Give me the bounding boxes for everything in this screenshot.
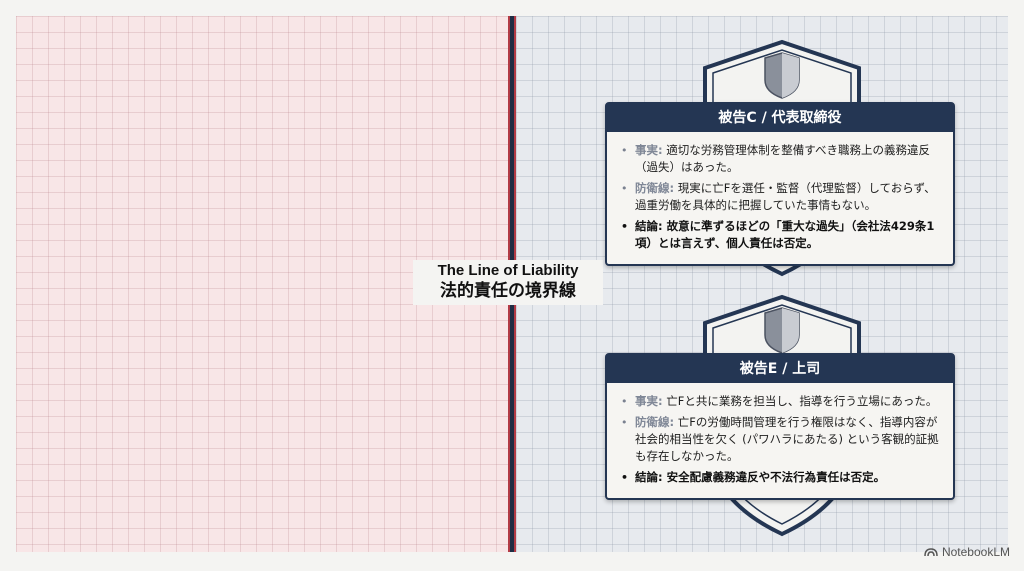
item-text: 故意に準ずるほどの「重大な過失」（会社法429条1項）とは言えず、個人責任は否定… xyxy=(635,219,935,250)
bullet-icon: • xyxy=(621,416,628,429)
line-label-japanese: 法的責任の境界線 xyxy=(440,281,576,301)
branding-text: NotebookLM xyxy=(941,545,1010,559)
bullet-icon: • xyxy=(621,182,628,195)
list-item-fact: • 事実: 亡Fと共に業務を担当し、指導を行う立場にあった。 xyxy=(621,393,941,410)
item-text: 亡Fと共に業務を担当し、指導を行う立場にあった。 xyxy=(666,394,938,408)
notebooklm-branding: NotebookLM xyxy=(924,545,1010,559)
card-title: 被告C / 代表取締役 xyxy=(607,104,953,132)
item-label: 防衛線: xyxy=(635,181,675,195)
bullet-icon: • xyxy=(621,144,628,157)
item-text: 現実に亡Fを選任・監督（代理監督）しておらず、過重労働を具体的に把握していた事情… xyxy=(635,181,936,212)
bullet-icon: • xyxy=(621,395,628,408)
item-label: 結論: xyxy=(635,470,663,484)
list-item-defense: • 防衛線: 現実に亡Fを選任・監督（代理監督）しておらず、過重労働を具体的に把握… xyxy=(621,180,941,214)
notebooklm-logo-icon xyxy=(924,548,938,557)
liability-line-label: The Line of Liability 法的責任の境界線 xyxy=(413,260,603,305)
defendant-c-card: 被告C / 代表取締役 • 事実: 適切な労務管理体制を整備すべき職務上の義務違反… xyxy=(605,102,955,266)
item-label: 事実: xyxy=(635,394,663,408)
defendant-e-card: 被告E / 上司 • 事実: 亡Fと共に業務を担当し、指導を行う立場にあった。 •… xyxy=(605,353,955,500)
card-item-list: • 事実: 適切な労務管理体制を整備すべき職務上の義務違反（過失）はあった。 • 防… xyxy=(621,142,941,252)
item-label: 結論: xyxy=(635,219,663,233)
item-text: 安全配慮義務違反や不法行為責任は否定。 xyxy=(666,470,886,484)
card-title: 被告E / 上司 xyxy=(607,355,953,383)
list-item-conclusion: • 結論: 安全配慮義務違反や不法行為責任は否定。 xyxy=(621,469,941,486)
item-text: 亡Fの労働時間管理を行う権限はなく、指導内容が社会的相当性を欠く (パワハラにあ… xyxy=(635,415,939,463)
list-item-conclusion: • 結論: 故意に準ずるほどの「重大な過失」（会社法429条1項）とは言えず、個人… xyxy=(621,218,941,252)
card-item-list: • 事実: 亡Fと共に業務を担当し、指導を行う立場にあった。 • 防衛線: 亡Fの労… xyxy=(621,393,941,486)
bullet-icon: • xyxy=(621,220,629,233)
line-label-english: The Line of Liability xyxy=(437,262,579,279)
item-label: 事実: xyxy=(635,143,663,157)
list-item-defense: • 防衛線: 亡Fの労働時間管理を行う権限はなく、指導内容が社会的相当性を欠く (… xyxy=(621,414,941,465)
item-label: 防衛線: xyxy=(635,415,675,429)
list-item-fact: • 事実: 適切な労務管理体制を整備すべき職務上の義務違反（過失）はあった。 xyxy=(621,142,941,176)
item-text: 適切な労務管理体制を整備すべき職務上の義務違反（過失）はあった。 xyxy=(635,143,930,174)
bullet-icon: • xyxy=(621,471,629,484)
